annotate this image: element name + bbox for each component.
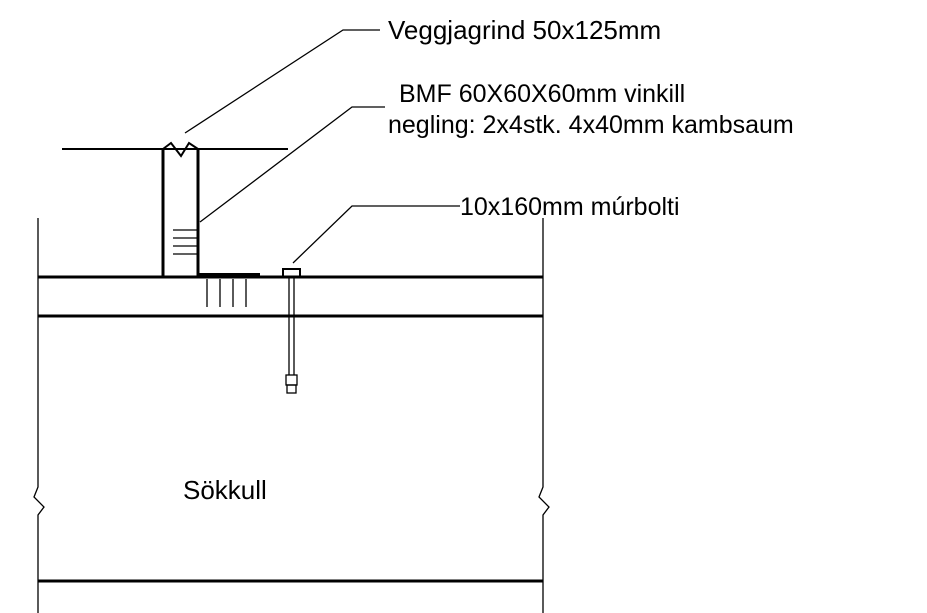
stud-member — [161, 141, 200, 277]
stud-leader — [184, 29, 380, 134]
bolt-label: 10x160mm múrbolti — [460, 193, 680, 221]
bracket-leader — [199, 106, 385, 223]
left-wall-edge — [33, 218, 45, 613]
bracket-label-line2: negling: 2x4stk. 4x40mm kambsaum — [388, 111, 794, 139]
bracket-label-line1: BMF 60X60X60mm vinkill — [399, 80, 685, 108]
stud-label: Veggjagrind 50x125mm — [388, 15, 661, 45]
anchor-bolt — [282, 268, 301, 394]
right-wall-edge — [538, 218, 550, 613]
bolt-leader — [292, 205, 460, 264]
foundation-label: Sökkull — [183, 475, 267, 505]
angle-bracket — [173, 217, 260, 307]
